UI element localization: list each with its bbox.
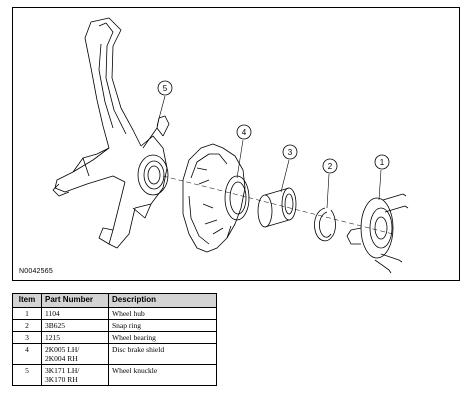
part-number-line: 1104: [45, 309, 60, 318]
diagram-drawing: 5 4 3 2 1: [52, 17, 409, 274]
table-row: 1 1104 Wheel hub: [12, 307, 217, 320]
header-part-number: Part Number: [41, 293, 109, 308]
header-item: Item: [12, 293, 42, 308]
part-number-line: 3K171 LH/: [45, 366, 80, 375]
wheel-bearing-shape: [257, 187, 297, 228]
callout-2-circle: [322, 158, 338, 174]
row-part-number: 3K171 LH/3K170 RH: [41, 364, 109, 386]
callout-3: 3: [288, 148, 293, 157]
axis-centerline: [162, 175, 394, 235]
figure-id: N0042565: [19, 268, 53, 275]
wheel-knuckle-shape: [52, 17, 170, 249]
row-description: Wheel bearing: [108, 331, 217, 344]
row-part-number: 1104: [41, 307, 109, 320]
row-part-number: 1215: [41, 331, 109, 344]
part-number-line: 2K004 RH: [45, 354, 78, 363]
row-item: 5: [12, 364, 42, 386]
row-part-number: 3B625: [41, 319, 109, 332]
row-item: 3: [12, 331, 42, 344]
row-description: Wheel knuckle: [108, 364, 217, 386]
exploded-diagram: 5 4 3 2 1 N0042565: [12, 7, 460, 281]
callout-4-circle: [236, 124, 252, 140]
snap-ring-shape: [314, 207, 336, 242]
parts-table: Item Part Number Description 1 1104 Whee…: [12, 293, 217, 386]
row-description: Snap ring: [108, 319, 217, 332]
table-row: 4 2K005 LH/2K004 RH Disc brake shield: [12, 343, 217, 365]
table-header-row: Item Part Number Description: [12, 293, 217, 308]
callout-4: 4: [242, 128, 247, 137]
part-number-line: 3K170 RH: [45, 375, 78, 384]
leader-lines: [156, 95, 382, 209]
header-description: Description: [108, 293, 217, 308]
row-item: 2: [12, 319, 42, 332]
row-item: 4: [12, 343, 42, 365]
part-number-line: 1215: [45, 333, 60, 342]
row-part-number: 2K005 LH/2K004 RH: [41, 343, 109, 365]
callout-1-circle: [374, 154, 390, 170]
callout-5: 5: [163, 84, 168, 93]
row-description: Disc brake shield: [108, 343, 217, 365]
row-item: 1: [12, 307, 42, 320]
wheel-hub-shape: [346, 193, 409, 274]
row-description: Wheel hub: [108, 307, 217, 320]
table-row: 5 3K171 LH/3K170 RH Wheel knuckle: [12, 364, 217, 386]
callout-1: 1: [380, 158, 385, 167]
callout-2: 2: [328, 162, 333, 171]
table-row: 3 1215 Wheel bearing: [12, 331, 217, 344]
part-number-line: 2K005 LH/: [45, 345, 80, 354]
part-number-line: 3B625: [45, 321, 66, 330]
callout-5-circle: [157, 80, 173, 96]
callout-3-circle: [282, 144, 298, 160]
disc-brake-shield-shape: [182, 143, 250, 253]
table-row: 2 3B625 Snap ring: [12, 319, 217, 332]
